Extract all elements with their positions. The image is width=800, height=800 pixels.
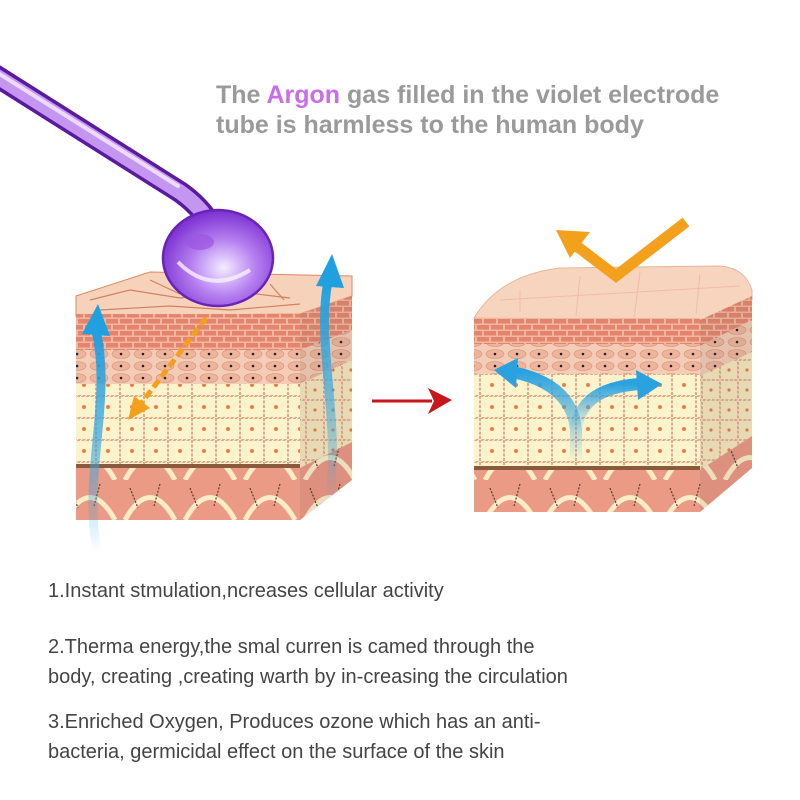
skin-treatment-illustration: [0, 65, 753, 550]
benefit-point-2-line-2: body, creating ,creating warth by in-cre…: [48, 666, 568, 688]
headline-line-2: tube is harmless to the human body: [216, 111, 644, 139]
headline-prefix: The: [216, 81, 267, 109]
benefit-point-1-line-1: 1.Instant stmulation,ncreases cellular a…: [48, 580, 444, 602]
blue-upward-arrow-left-icon: [82, 304, 110, 550]
benefit-point-3-line-2: bacteria, germicidal effect on the surfa…: [48, 741, 505, 763]
skin-cube-before: [75, 271, 353, 520]
benefit-point-2: 2.Therma energy,the smal curren is camed…: [48, 632, 568, 692]
orange-check-arrow-icon: [556, 217, 690, 283]
headline-line-1-rest: gas filled in the violet electrode: [340, 81, 720, 109]
blue-upward-arrow-right-icon: [316, 254, 344, 500]
headline-accent-word: Argon: [266, 81, 341, 109]
benefit-point-3-line-1: 3.Enriched Oxygen, Produces ozone which …: [48, 711, 541, 733]
blue-split-arrow-icon: [494, 358, 662, 462]
orange-inward-arrow-icon: [128, 316, 208, 420]
benefit-point-1: 1.Instant stmulation,ncreases cellular a…: [48, 576, 444, 606]
violet-electrode-tube-icon: [0, 65, 275, 308]
benefit-point-3: 3.Enriched Oxygen, Produces ozone which …: [48, 707, 541, 767]
benefit-point-2-line-1: 2.Therma energy,the smal curren is camed…: [48, 636, 535, 658]
headline-line-1: The Argon gas filled in the violet elect…: [216, 80, 786, 110]
headline: The Argon gas filled in the violet elect…: [216, 80, 786, 140]
transition-arrow-icon: [372, 388, 452, 414]
